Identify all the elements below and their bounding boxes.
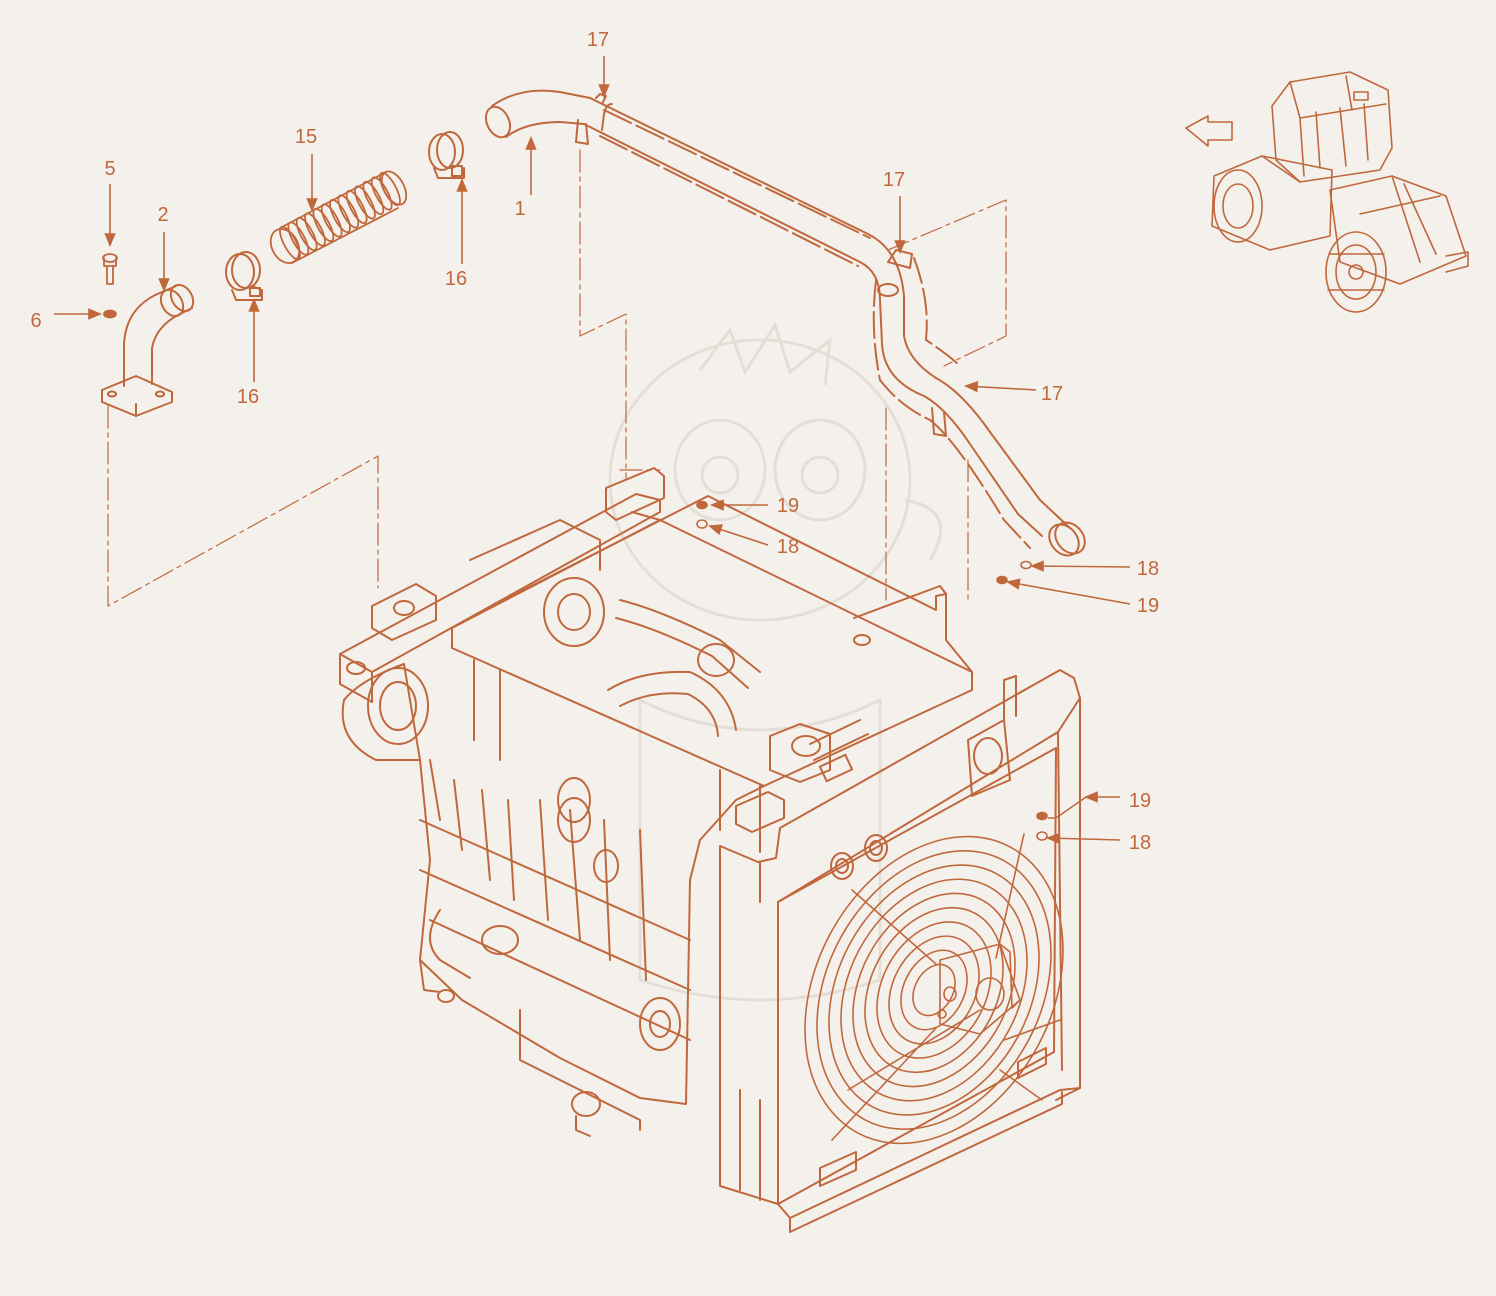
- corrugation: [345, 189, 368, 225]
- callout-19: 19: [1137, 595, 1159, 617]
- leader-arrowhead: [104, 233, 116, 248]
- corrugation: [362, 180, 385, 216]
- leader-arrowhead: [1029, 560, 1044, 572]
- corrugation: [329, 198, 351, 234]
- assembly-lines: [107, 149, 1007, 607]
- fan-guard-ring: [840, 878, 1028, 1102]
- callout-19: 19: [1129, 790, 1151, 812]
- callout-5: 5: [104, 158, 115, 180]
- callout-17: 17: [587, 29, 609, 51]
- leader-arrowhead: [88, 308, 103, 320]
- leader-arrowhead: [456, 177, 468, 192]
- radiator-fan: [804, 833, 1064, 1145]
- corrugation: [354, 185, 376, 220]
- fan-guard-ring: [900, 949, 968, 1031]
- leader-arrowhead: [1045, 832, 1060, 845]
- fan-guard-ring: [804, 835, 1064, 1145]
- fan-guard-ring: [864, 906, 1004, 1074]
- leader-arrowhead: [894, 240, 906, 255]
- corrugation: [279, 225, 301, 261]
- leader-arrowhead: [525, 135, 537, 150]
- leader-arrowhead: [158, 278, 170, 293]
- leader-line: [1047, 837, 1121, 841]
- leader-line: [1048, 796, 1087, 819]
- compactor-machine-icon: [1185, 71, 1469, 313]
- corrugation: [287, 221, 310, 256]
- fan-guard-ring: [876, 921, 992, 1059]
- callout-leaders: [54, 56, 1131, 845]
- leader-line: [1007, 581, 1131, 605]
- fan-guard-ring: [888, 935, 980, 1045]
- fan-guard-ring: [852, 892, 1016, 1088]
- callout-18: 18: [1137, 558, 1159, 580]
- flex-pipe: [269, 170, 408, 264]
- corrugation: [312, 207, 335, 243]
- screw-and-washer: [102, 253, 118, 319]
- callout-2: 2: [157, 204, 168, 226]
- corrugation: [304, 212, 326, 247]
- callout-19: 19: [777, 495, 799, 517]
- callout-17: 17: [1041, 383, 1063, 405]
- callout-16: 16: [445, 268, 467, 290]
- callout-15: 15: [295, 126, 317, 148]
- callout-labels: 1 2 5 6 15 16 16 17 17 17 19 18 18 19 19…: [30, 29, 1159, 854]
- fan-guard-ring: [912, 963, 956, 1017]
- hardware: [696, 500, 1048, 841]
- leader-arrowhead: [306, 198, 318, 213]
- clamp-left: [225, 251, 263, 301]
- fan-guard-ring: [828, 864, 1040, 1116]
- exhaust-elbow: [101, 283, 195, 417]
- corrugation: [337, 194, 360, 229]
- callout-18: 18: [1129, 832, 1151, 854]
- leader-line: [1031, 565, 1131, 568]
- leader-arrowhead: [248, 297, 260, 312]
- corrugation: [320, 203, 343, 238]
- leader-arrowhead: [598, 84, 610, 99]
- watermark: [608, 321, 942, 1002]
- corrugation: [370, 176, 393, 211]
- callout-1: 1: [514, 198, 525, 220]
- engine-frame: [339, 467, 1081, 1233]
- leader-arrowhead: [709, 499, 724, 511]
- tail-pipe: [484, 89, 1086, 557]
- fan-guard-ring: [816, 850, 1052, 1130]
- leader-arrowhead: [963, 380, 979, 393]
- leader-arrowhead: [707, 524, 723, 536]
- callout-17: 17: [883, 169, 905, 191]
- clamp-middle: [428, 131, 465, 179]
- leader-arrowhead: [1083, 791, 1098, 803]
- callout-6: 6: [30, 310, 41, 332]
- callout-16: 16: [237, 386, 259, 408]
- callout-18: 18: [777, 536, 799, 558]
- corrugation: [295, 216, 318, 252]
- leader-arrowhead: [1005, 578, 1021, 590]
- direction-arrow-icon: [1185, 115, 1233, 147]
